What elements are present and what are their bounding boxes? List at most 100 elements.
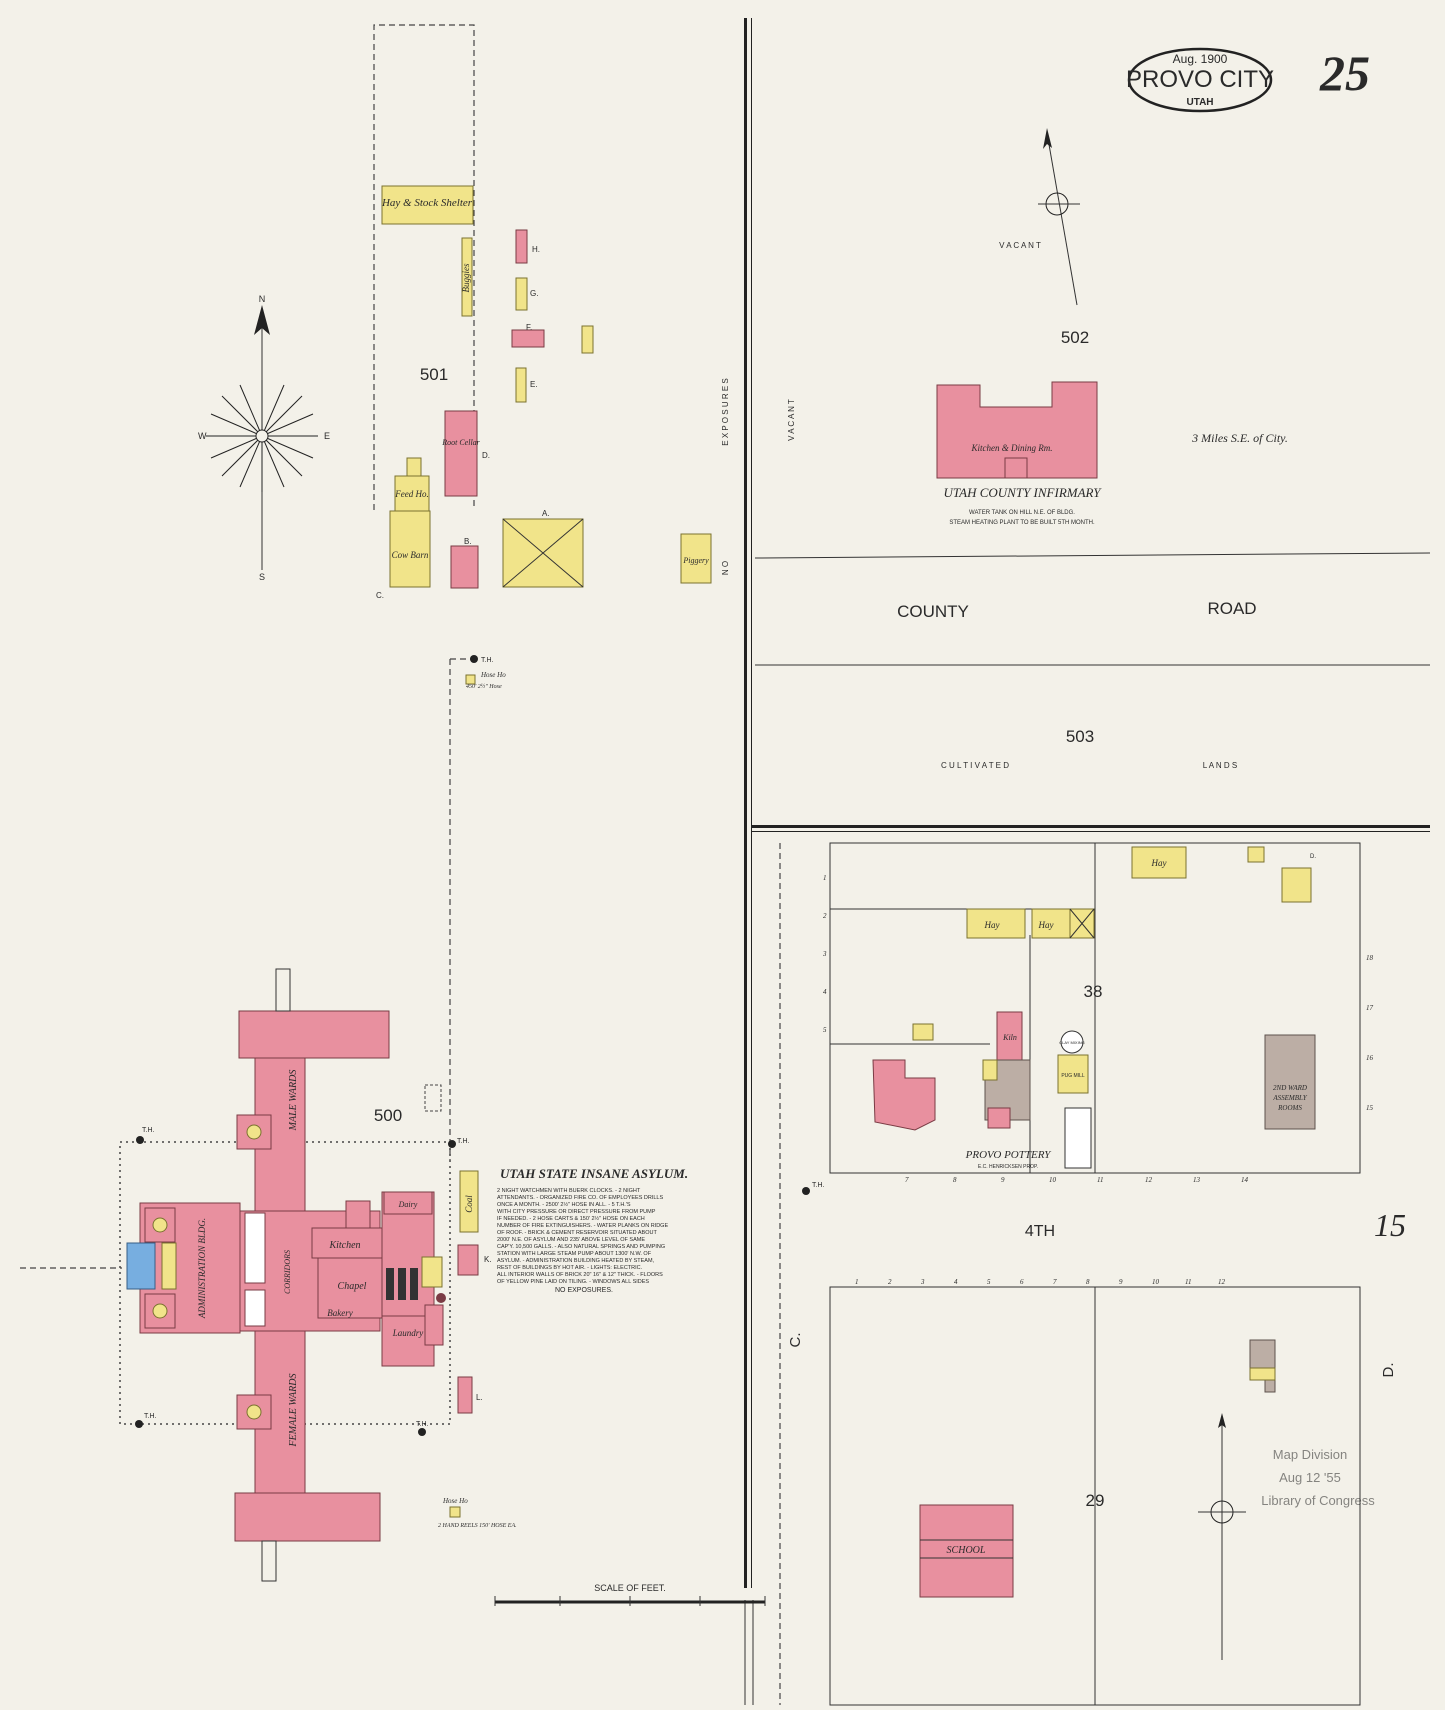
asylum-desc-line: CAP'Y. 10,500 GALLS. - ALSO NATURAL SPRI… xyxy=(497,1244,665,1250)
title-block: Aug. 1900 PROVO CITY UTAH 25 xyxy=(1126,45,1370,113)
block-500-asylum: 500 MALE WARDS ADMINISTRATION BLDG. CORR… xyxy=(20,968,517,1582)
th-label: T.H. xyxy=(481,657,494,664)
asylum-desc-line: ONCE A MONTH. - 2500' 2½" HOSE IN ALL. -… xyxy=(497,1201,631,1208)
hydrant-icon xyxy=(802,1187,810,1195)
pug-mill xyxy=(1057,1054,1089,1094)
pug-mill-label: PUG MILL xyxy=(1061,1073,1085,1079)
fourth-street: 4TH 15 T.H. xyxy=(802,1182,1406,1243)
hose-house-label: Hose Ho xyxy=(480,671,506,679)
miles-note: 3 Miles S.E. of City. xyxy=(1191,431,1288,445)
lot-number: 15 xyxy=(1366,1104,1374,1112)
block-500-number: 500 xyxy=(374,1106,402,1125)
horizontal-divider-thin xyxy=(752,831,1430,832)
exposures-side: E X P O S U R E S xyxy=(721,378,730,445)
lot-number: 1 xyxy=(823,874,827,882)
asylum-description-lines: 2 NIGHT WATCHMEN WITH BUERK CLOCKS. - 2 … xyxy=(497,1188,668,1285)
letter-f: F. xyxy=(526,323,532,332)
hydrant-icon xyxy=(470,655,478,663)
block-501: Hay & Stock Shelter Buggies H. G. F. E. … xyxy=(373,24,730,600)
building-a-x xyxy=(502,518,584,588)
pottery-owner: E.C. HENRICKSEN PROP. xyxy=(978,1164,1038,1170)
boiler-icon xyxy=(386,1268,394,1300)
asylum-desc-line: STATION WITH LARGE STEAM PUMP ABOUT 1300… xyxy=(497,1251,652,1257)
tower-icon xyxy=(246,1124,262,1140)
block-38: 38 Hay Hay Hay D. Kiln CLAY MIXING PUG M… xyxy=(822,842,1374,1184)
letter-d-label: D. xyxy=(1310,854,1316,860)
north-arrow-icon xyxy=(1218,1413,1226,1428)
piggery-label: Piggery xyxy=(682,556,709,565)
block-502: V A C A N T V A C A N T 502 Kitchen & Di… xyxy=(787,128,1288,526)
compass-center-icon xyxy=(255,429,269,443)
d-street-label: D. xyxy=(1380,1363,1397,1378)
school-label: SCHOOL xyxy=(947,1545,986,1556)
lot-number: 5 xyxy=(987,1278,991,1286)
asylum-desc-line: ALL INTERIOR WALLS OF BRICK 20" 16" & 12… xyxy=(497,1272,663,1278)
block-503-number: 503 xyxy=(1066,727,1094,746)
asylum-desc-line: NUMBER OF FIRE EXTINGUISHERS. - WATER PL… xyxy=(497,1223,668,1229)
lot-number: 13 xyxy=(1193,1176,1201,1184)
north-arrow-icon xyxy=(1043,128,1052,149)
hydrant-icon xyxy=(136,1136,144,1144)
asylum-desc-line: 2 NIGHT WATCHMEN WITH BUERK CLOCKS. - 2 … xyxy=(497,1188,641,1194)
compass-n: N xyxy=(259,294,266,304)
lot-number: 4 xyxy=(823,988,827,996)
svg-text:T.H.: T.H. xyxy=(144,1413,157,1420)
buggies-label: Buggies xyxy=(461,263,471,292)
asylum-desc-line: OF YELLOW PINE LAID ON TILING. - WINDOWS… xyxy=(497,1279,649,1285)
compass-rose: N S E W xyxy=(198,294,330,582)
asylum-desc-line: REST OF BUILDINGS BY HOT AIR. - LIGHTS: … xyxy=(497,1265,643,1271)
letter-c: C. xyxy=(376,591,384,600)
svg-text:T.H.: T.H. xyxy=(812,1182,825,1189)
stair-north xyxy=(275,968,291,1012)
hay-stock-shelter xyxy=(381,185,474,225)
title-oval xyxy=(1127,47,1273,113)
utah-county-infirmary-building xyxy=(936,381,1098,479)
feed-house-label: Feed Ho. xyxy=(394,489,429,499)
cow-barn-label: Cow Barn xyxy=(392,550,429,560)
infirmary-label: UTAH COUNTY INFIRMARY xyxy=(944,485,1103,500)
lot-number: 16 xyxy=(1366,1054,1374,1062)
root-cellar-label: Root Cellar xyxy=(441,438,480,447)
lot-number: 8 xyxy=(1086,1278,1090,1286)
hose-house-top: T.H. Hose Ho 450' 2½" Hose xyxy=(449,655,506,1160)
lot-number: 3 xyxy=(920,1278,925,1286)
kitchen-label: Kitchen xyxy=(328,1240,360,1251)
lot-number: 11 xyxy=(1185,1278,1191,1286)
hydrant-icon xyxy=(135,1420,143,1428)
lot-number: 17 xyxy=(1366,1004,1374,1012)
hose-house xyxy=(449,1506,461,1518)
block-502-number: 502 xyxy=(1061,328,1089,347)
hydrant-icon xyxy=(448,1140,456,1148)
lot-number: 9 xyxy=(1119,1278,1123,1286)
stamp-line2: Aug 12 '55 xyxy=(1279,1470,1341,1485)
lot-number: 6 xyxy=(1020,1278,1024,1286)
block-38-number: 38 xyxy=(1084,982,1103,1001)
lot-number: 3 xyxy=(822,950,827,958)
laundry-label: Laundry xyxy=(392,1328,424,1338)
tower-icon xyxy=(246,1404,262,1420)
building-k xyxy=(457,1244,479,1276)
c-street-label: C. xyxy=(787,1333,804,1348)
letter-g: G. xyxy=(530,289,538,298)
road-label: ROAD xyxy=(1207,599,1256,618)
letter-h: H. xyxy=(532,245,540,254)
cow-barn xyxy=(389,510,431,588)
letter-a: A. xyxy=(542,509,550,518)
north-arrow-line xyxy=(1046,132,1078,306)
stamp-line1: Map Division xyxy=(1273,1447,1347,1462)
vertical-divider xyxy=(744,18,747,1588)
svg-text:T.H.: T.H. xyxy=(142,1127,155,1134)
scale-label: SCALE OF FEET. xyxy=(594,1583,666,1593)
stamp-line3: Library of Congress xyxy=(1261,1493,1375,1508)
ward-rooms-line3: ROOMS xyxy=(1277,1104,1302,1112)
asylum-description: UTAH STATE INSANE ASYLUM. 2 NIGHT WATCHM… xyxy=(497,1166,688,1294)
boiler-icon xyxy=(410,1268,418,1300)
ward-assembly-rooms xyxy=(1264,1034,1316,1130)
letter-b: B. xyxy=(464,537,472,546)
letter-d: D. xyxy=(482,451,490,460)
tower-icon xyxy=(152,1303,168,1319)
svg-text:T.H.: T.H. xyxy=(416,1421,429,1428)
stone-porch xyxy=(126,1242,156,1290)
